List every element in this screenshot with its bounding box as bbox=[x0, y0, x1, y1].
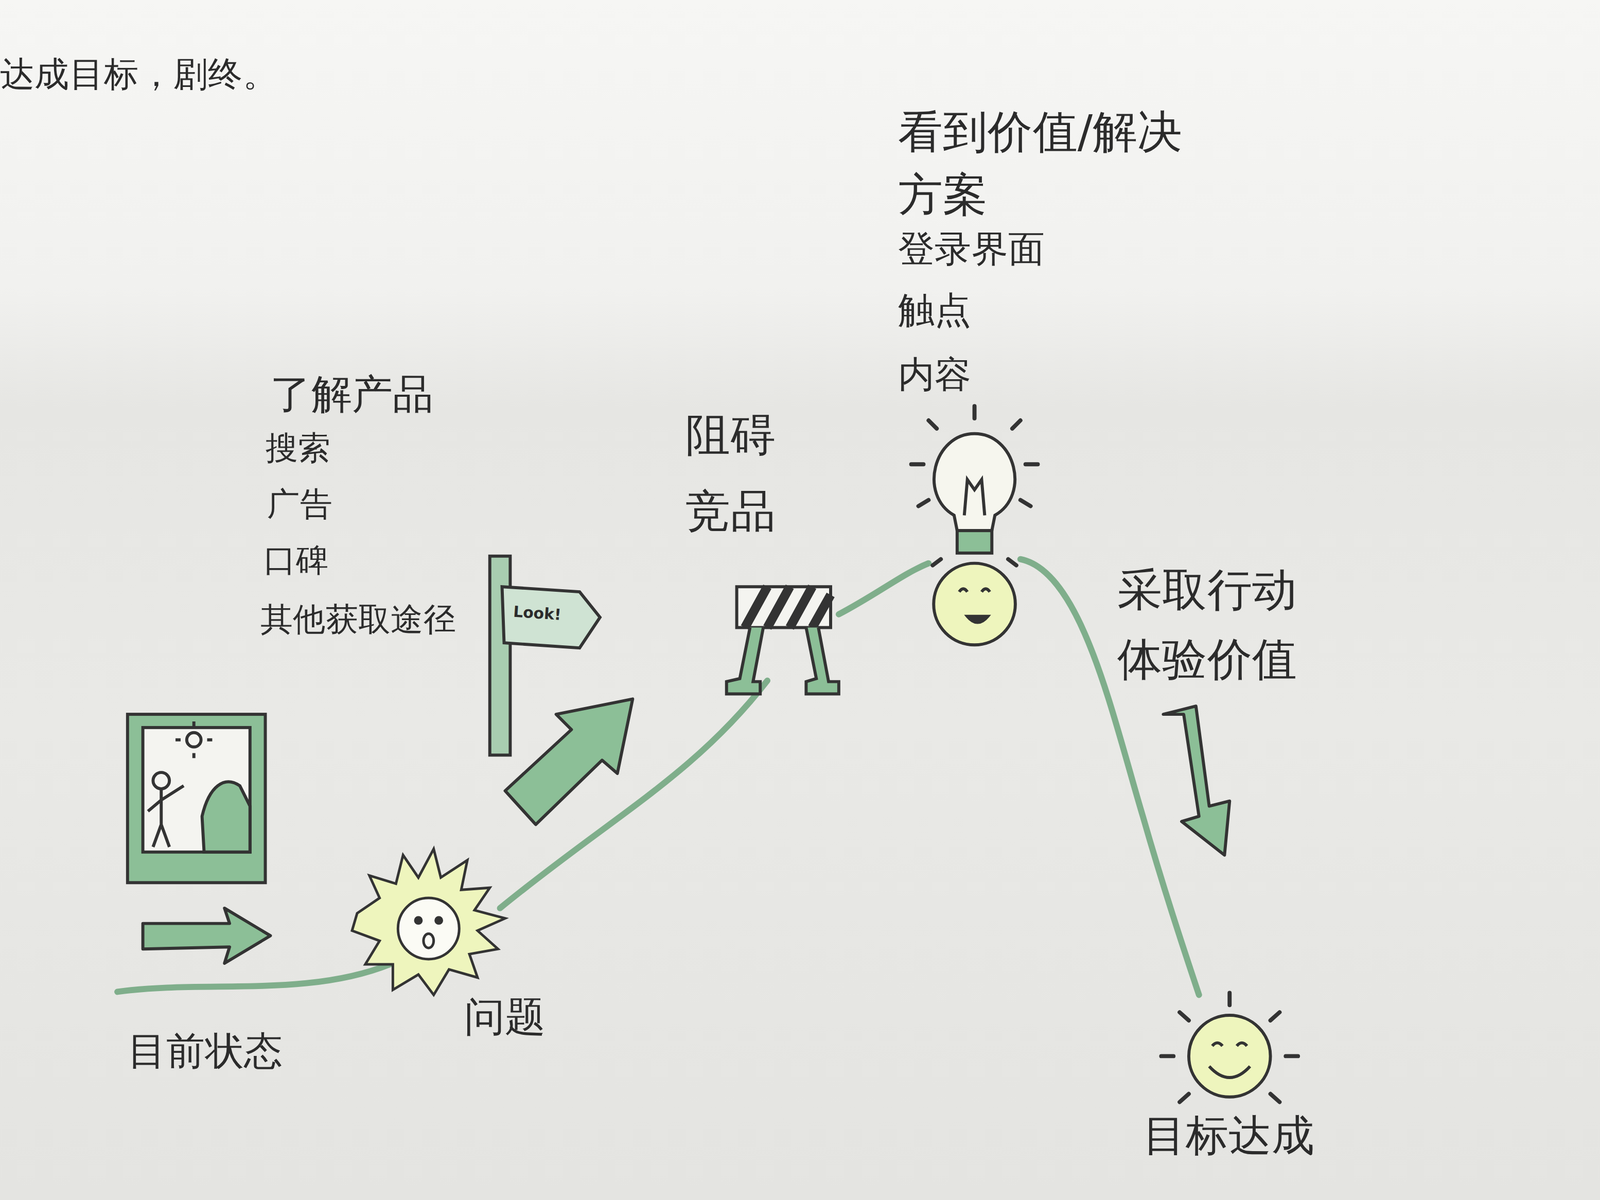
page-text: 达成目标，剧终。 bbox=[0, 53, 278, 95]
stage-item: 内容 bbox=[898, 352, 972, 397]
stage-heading: 竞品 bbox=[685, 484, 776, 539]
stage-heading: 看到价值/解决方案 bbox=[898, 99, 1205, 226]
stage-heading: 体验价值 bbox=[1117, 632, 1297, 687]
stage-label: 问题 bbox=[464, 991, 547, 1041]
sign-text: Look! bbox=[512, 602, 562, 625]
stage-heading: 了解产品 bbox=[270, 369, 434, 419]
light-bulb bbox=[911, 406, 1039, 566]
picture-frame bbox=[127, 714, 266, 883]
arrow-up bbox=[504, 698, 633, 825]
stage-heading: 阻碍 bbox=[685, 408, 776, 463]
stage-item: 其他获取途径 bbox=[260, 600, 457, 640]
barrier bbox=[726, 586, 839, 694]
happy-face bbox=[933, 563, 1016, 646]
stage-item: 广告 bbox=[267, 484, 333, 524]
stage-label: 目前状态 bbox=[127, 1028, 283, 1076]
stage-item: 触点 bbox=[898, 287, 972, 332]
stage-label: 目标达成 bbox=[1143, 1110, 1315, 1163]
burst-face bbox=[352, 849, 505, 996]
journey-curve bbox=[117, 559, 1200, 996]
sun-face bbox=[1161, 992, 1298, 1102]
stage-heading: 采取行动 bbox=[1117, 563, 1297, 618]
arrow-right bbox=[143, 908, 271, 964]
stage-item: 登录界面 bbox=[898, 226, 1046, 271]
arrow-down bbox=[1163, 706, 1230, 856]
stage-item: 搜索 bbox=[265, 428, 331, 468]
signpost bbox=[489, 556, 601, 756]
stage-item: 口碑 bbox=[263, 540, 329, 580]
